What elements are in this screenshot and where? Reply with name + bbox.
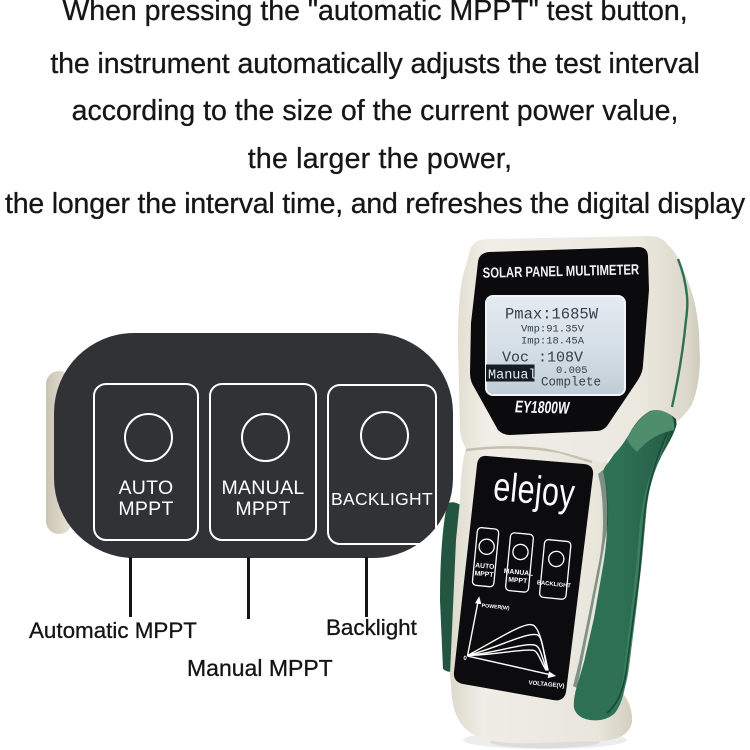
svg-text:MANUAL: MANUAL [503, 568, 533, 578]
svg-text:SOLAR PANEL MULTIMETER: SOLAR PANEL MULTIMETER [483, 261, 640, 281]
svg-text:elejoy: elejoy [491, 464, 577, 517]
svg-text:MPPT: MPPT [508, 576, 528, 585]
svg-text:Pmax:1685W: Pmax:1685W [505, 306, 599, 324]
svg-text:Voc :108V: Voc :108V [502, 350, 583, 367]
svg-text:0: 0 [463, 656, 468, 662]
svg-text:Complete: Complete [541, 376, 601, 390]
svg-text:AUTO: AUTO [475, 562, 495, 571]
svg-text:BACKLIGHT: BACKLIGHT [537, 580, 572, 589]
svg-text:Imp:18.45A: Imp:18.45A [521, 336, 585, 348]
svg-text:VOLTAGE(V): VOLTAGE(V) [528, 680, 565, 689]
svg-text:Vmp:91.35V: Vmp:91.35V [521, 324, 585, 336]
svg-text:0.005: 0.005 [556, 365, 588, 377]
svg-text:EY1800W: EY1800W [514, 399, 571, 419]
svg-text:POWER(W): POWER(W) [481, 603, 510, 612]
svg-text:MPPT: MPPT [474, 570, 494, 579]
svg-text:Manual: Manual [488, 369, 537, 384]
